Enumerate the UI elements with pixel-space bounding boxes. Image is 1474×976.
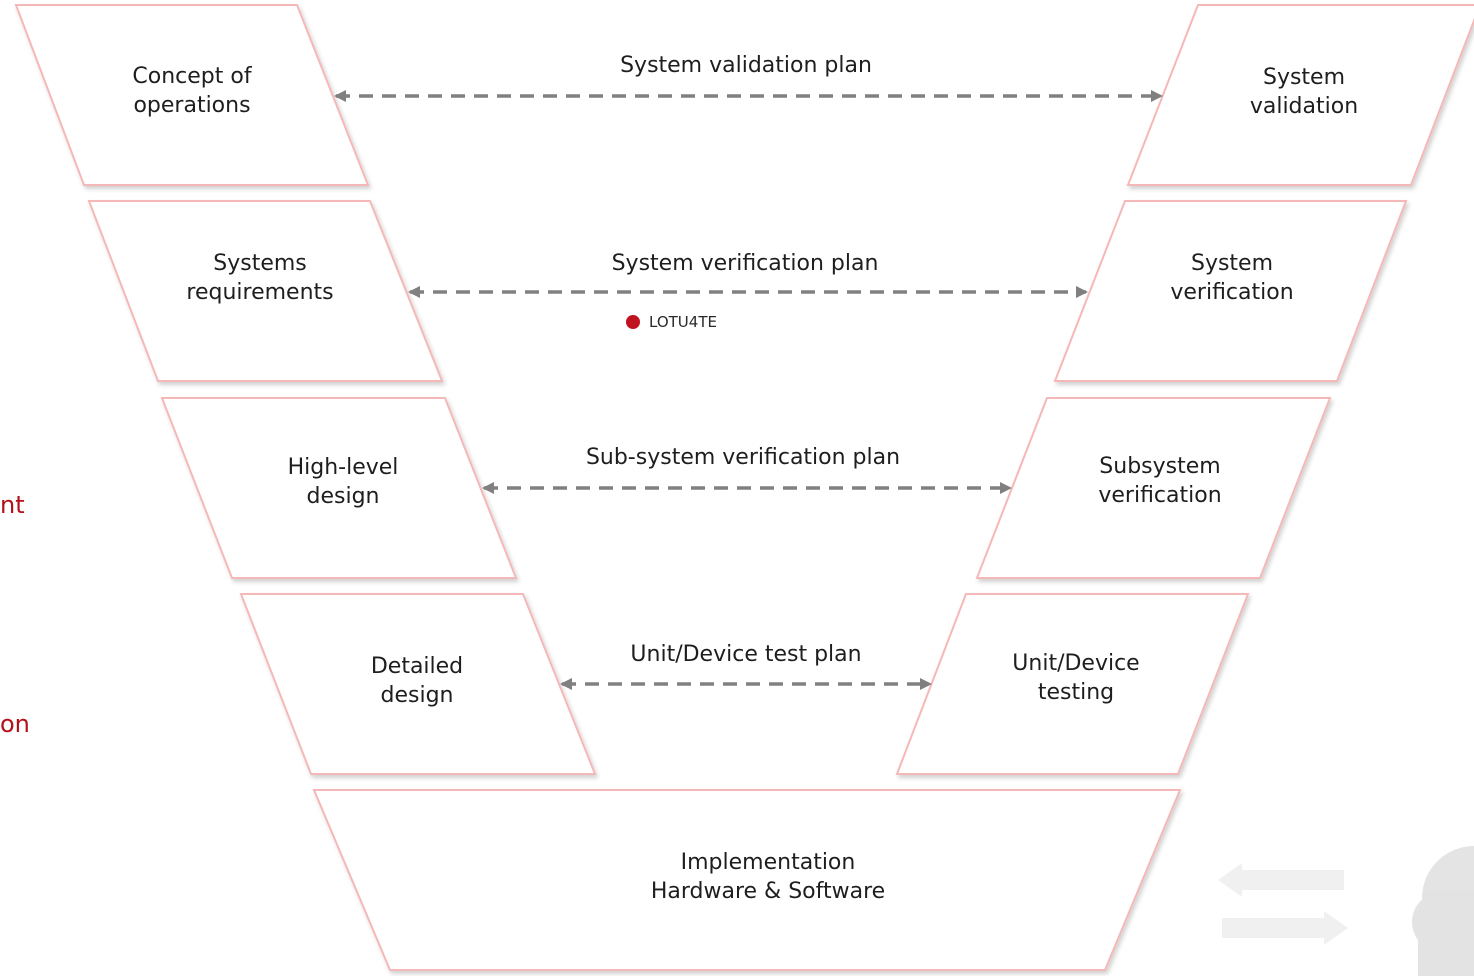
legend-dot-icon — [626, 315, 640, 329]
side-fragment-2: on — [0, 710, 30, 738]
stage-box-subsystem-verification — [975, 397, 1332, 579]
plan-label-sub-system-verification: Sub-system verification plan — [585, 445, 901, 470]
plan-label-unit-device-test: Unit/Device test plan — [630, 642, 862, 667]
stage-box-systems-requirements — [87, 200, 444, 382]
cloud-icon — [1412, 846, 1474, 976]
swap-arrows-icon — [1218, 863, 1348, 945]
legend-lotu4te: LOTU4TE — [626, 313, 717, 331]
stage-box-system-validation — [1126, 4, 1474, 186]
stage-box-implementation — [312, 789, 1182, 971]
side-fragment-1: nt — [0, 491, 25, 519]
plan-label-system-validation: System validation plan — [620, 53, 872, 78]
stage-box-high-level-design — [160, 397, 518, 579]
stage-box-system-verification — [1053, 200, 1408, 382]
stage-box-detailed-design — [239, 593, 597, 775]
stage-box-unit-device-testing — [895, 593, 1250, 775]
plan-label-system-verification: System verification plan — [611, 251, 879, 276]
stage-box-concept-of-operations — [14, 4, 370, 186]
legend-label: LOTU4TE — [649, 313, 717, 331]
